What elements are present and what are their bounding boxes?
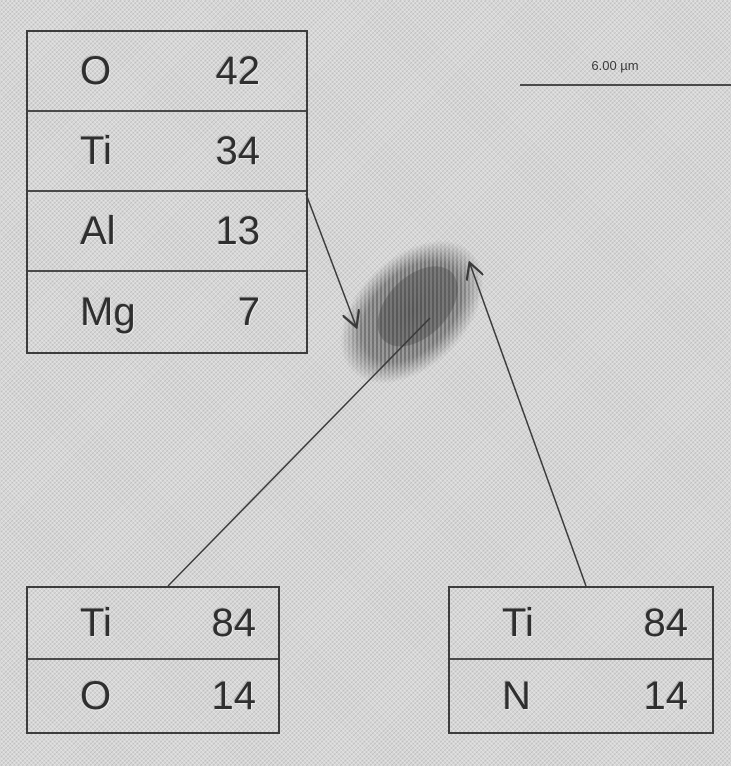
element-value: 84 <box>158 603 276 643</box>
table-row: Mg 7 <box>28 272 306 352</box>
table-row: Ti 34 <box>28 112 306 192</box>
element-value: 84 <box>580 603 710 643</box>
arrow-bottom-right <box>470 264 586 586</box>
scale-bar-line <box>520 84 731 86</box>
table-row: Ti 84 <box>28 588 278 660</box>
table-row: Al 13 <box>28 192 306 272</box>
element-value: 42 <box>178 51 288 91</box>
element-symbol: Ti <box>28 603 158 643</box>
element-symbol: Ti <box>450 603 580 643</box>
composition-table-bottom-left: Ti 84 O 14 <box>26 586 280 734</box>
table-row: N 14 <box>450 660 712 732</box>
element-symbol: Al <box>28 211 178 251</box>
particle-blob <box>313 213 511 411</box>
composition-table-top: O 42 Ti 34 Al 13 Mg 7 <box>26 30 308 354</box>
scale-bar-label: 6.00 µm <box>560 58 670 73</box>
element-value: 34 <box>178 131 288 171</box>
arrow-top-table <box>306 194 356 326</box>
table-row: Ti 84 <box>450 588 712 660</box>
pointer-bottom-left <box>168 318 430 586</box>
composition-table-bottom-right: Ti 84 N 14 <box>448 586 714 734</box>
element-value: 14 <box>580 676 710 716</box>
element-symbol: Mg <box>28 292 178 332</box>
element-value: 7 <box>178 292 288 332</box>
table-row: O 14 <box>28 660 278 732</box>
element-value: 14 <box>158 676 276 716</box>
element-symbol: O <box>28 676 158 716</box>
table-row: O 42 <box>28 32 306 112</box>
element-value: 13 <box>178 211 288 251</box>
element-symbol: O <box>28 51 178 91</box>
element-symbol: Ti <box>28 131 178 171</box>
element-symbol: N <box>450 676 580 716</box>
